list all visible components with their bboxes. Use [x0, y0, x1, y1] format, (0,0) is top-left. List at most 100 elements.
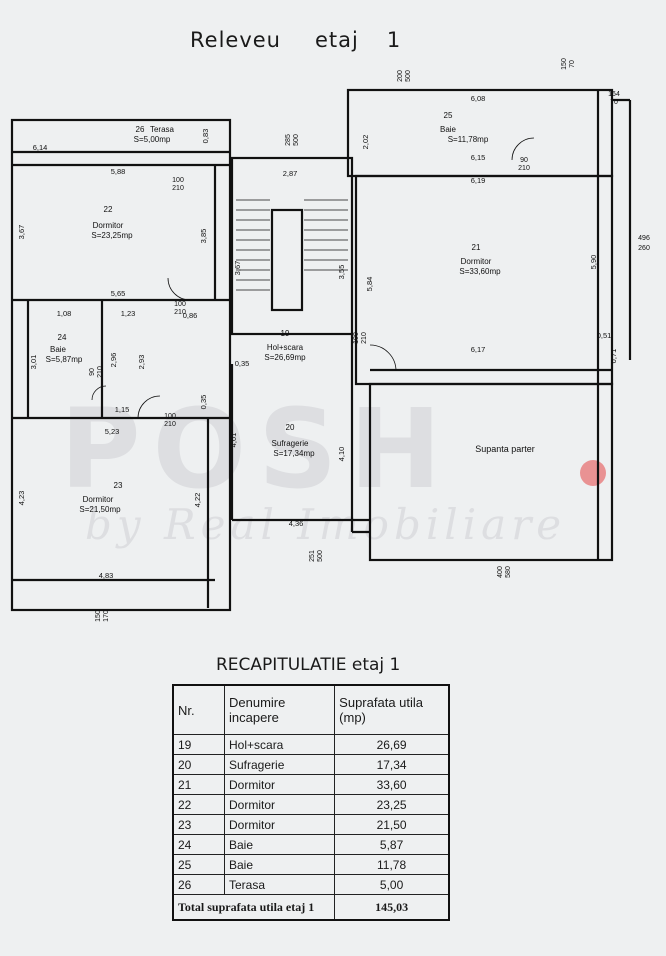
row-area: 23,25 [334, 794, 450, 815]
dimension: 0,35 [199, 395, 208, 410]
dimension: 3,85 [199, 229, 208, 244]
room-area: S=26,69mp [264, 353, 306, 362]
opening-width: 400 [497, 566, 504, 578]
dimension: 2,87 [283, 169, 298, 178]
row-area: 33,60 [334, 774, 450, 795]
dimension: 3,55 [337, 265, 346, 280]
watermark-dot [580, 460, 606, 486]
dimension: 6,15 [471, 153, 486, 162]
room-area: S=5,87mp [46, 355, 83, 364]
walls [10, 88, 632, 612]
row-room-name: Baie [223, 854, 336, 875]
opening-width: 90 [89, 368, 96, 376]
room-number: 21 [472, 243, 481, 252]
opening-width: 251 [309, 550, 316, 562]
dimension: 4,23 [17, 491, 26, 506]
title-word-3: 1 [386, 28, 402, 52]
dimension: 0,51 [597, 331, 612, 340]
row-room-name: Terasa [223, 874, 336, 895]
opening-height: 260 [638, 245, 650, 252]
column-header-name: Denumire incapere [223, 684, 336, 735]
opening-width: 285 [285, 134, 292, 146]
row-area: 5,00 [334, 874, 450, 895]
room-number: 20 [286, 423, 295, 432]
dimension: 5,84 [365, 277, 374, 292]
total-label: Total suprafata utila etaj 1 [172, 894, 336, 921]
row-area: 26,69 [334, 734, 450, 755]
table-header-row: Nr. Denumire incapere Suprafata utila (m… [172, 684, 450, 735]
room-area: S=11,78mp [448, 135, 489, 144]
row-area: 17,34 [334, 754, 450, 775]
row-area: 11,78 [334, 854, 450, 875]
dimension: 4,36 [289, 519, 304, 528]
row-number: 26 [172, 874, 225, 895]
row-number: 20 [172, 754, 225, 775]
dimension: 2,93 [137, 355, 146, 370]
dimension: 2,96 [109, 353, 118, 368]
opening-width: 100 [164, 413, 176, 420]
row-room-name: Baie [223, 834, 336, 855]
room-number: 25 [444, 111, 453, 120]
dimension: 4,22 [193, 493, 202, 508]
row-area: 5,87 [334, 834, 450, 855]
row-number: 22 [172, 794, 225, 815]
room-name: Terasa [150, 125, 175, 134]
opening-height: 500 [317, 550, 324, 562]
opening-height: 170 [103, 610, 110, 622]
dimension: 3,67 [233, 261, 242, 276]
room-name: Baie [50, 345, 67, 354]
row-number: 21 [172, 774, 225, 795]
opening-labels: 100 210 100 210 100 210 100 210 90 210 9… [89, 58, 650, 622]
floor-plan: 26 Terasa S=5,00mp 22 Dormitor S=23,25mp… [10, 58, 650, 622]
opening-height: 210 [164, 421, 176, 428]
watermark-subtitle: by Real Imobiliare [85, 500, 567, 549]
row-room-name: Dormitor [223, 794, 336, 815]
opening-width: 200 [397, 70, 404, 82]
dimension: 4,83 [99, 571, 114, 580]
room-name: Baie [440, 125, 457, 134]
title-word-2: etaj [314, 28, 359, 52]
room-area: S=17,34mp [273, 449, 315, 458]
opening-height: 210 [361, 332, 368, 344]
room-number: 22 [104, 205, 113, 214]
dimension: 6,19 [471, 176, 486, 185]
room-name: Hol+scara [267, 343, 304, 352]
room-name: Supanta parter [475, 444, 535, 454]
dimension: 3,01 [29, 355, 38, 370]
row-area: 21,50 [334, 814, 450, 835]
opening-height: 210 [97, 366, 104, 378]
dimension: 0,35 [235, 359, 250, 368]
watermark-logo: POSH [60, 385, 454, 513]
row-room-name: Dormitor [223, 814, 336, 835]
dimension: 5,90 [589, 255, 598, 270]
opening-width: 150 [561, 58, 568, 70]
room-name: Dormitor [461, 257, 492, 266]
room-name: Dormitor [93, 221, 124, 230]
dimension: 0,83 [201, 129, 210, 144]
room-number: 24 [58, 333, 67, 342]
row-room-name: Sufragerie [223, 754, 336, 775]
opening-width: 496 [638, 235, 650, 242]
dimension: 4,10 [337, 447, 346, 462]
total-value: 145,03 [334, 894, 450, 921]
dimension: 5,65 [111, 289, 126, 298]
dimension: 6,17 [471, 345, 486, 354]
opening-height: 70 [569, 60, 576, 68]
room-name: Dormitor [83, 495, 114, 504]
column-header-nr: Nr. [172, 684, 225, 735]
opening-width: 164 [608, 91, 620, 98]
row-number: 24 [172, 834, 225, 855]
opening-height: 210 [174, 309, 186, 316]
opening-width: 150 [95, 610, 102, 622]
total-row: Total suprafata utila etaj 1 145,03 [172, 894, 450, 921]
dimension: 1,08 [57, 309, 72, 318]
dimension: 5,23 [105, 427, 120, 436]
opening-width: 90 [520, 157, 528, 164]
opening-height: 210 [518, 165, 530, 172]
